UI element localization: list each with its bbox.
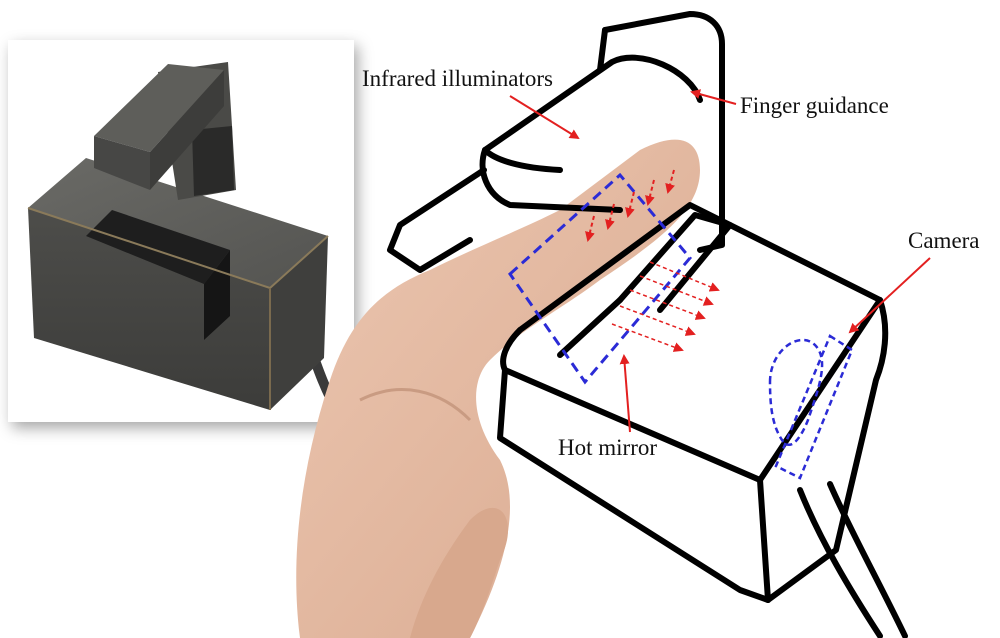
finger-guidance-label: Finger guidance xyxy=(740,93,889,118)
camera-label: Camera xyxy=(908,228,980,253)
device-photo-frame xyxy=(8,40,354,422)
hot-mirror-pointer xyxy=(619,354,631,433)
device-photo xyxy=(27,62,345,421)
finger xyxy=(296,139,700,638)
finger-guidance-pointer xyxy=(690,89,737,105)
camera-body-outline xyxy=(774,334,854,480)
reflected-light-arrows xyxy=(611,261,720,352)
camera-pointer xyxy=(848,257,931,334)
infrared-pointer xyxy=(509,95,580,140)
infrared-label: Infrared illuminators xyxy=(362,66,553,91)
ir-light-arrows xyxy=(585,169,675,242)
label-pointers xyxy=(509,89,931,433)
hot-mirror-outline xyxy=(508,172,692,385)
camera-lens-outline xyxy=(768,338,824,446)
hot-mirror-label: Hot mirror xyxy=(558,435,658,460)
